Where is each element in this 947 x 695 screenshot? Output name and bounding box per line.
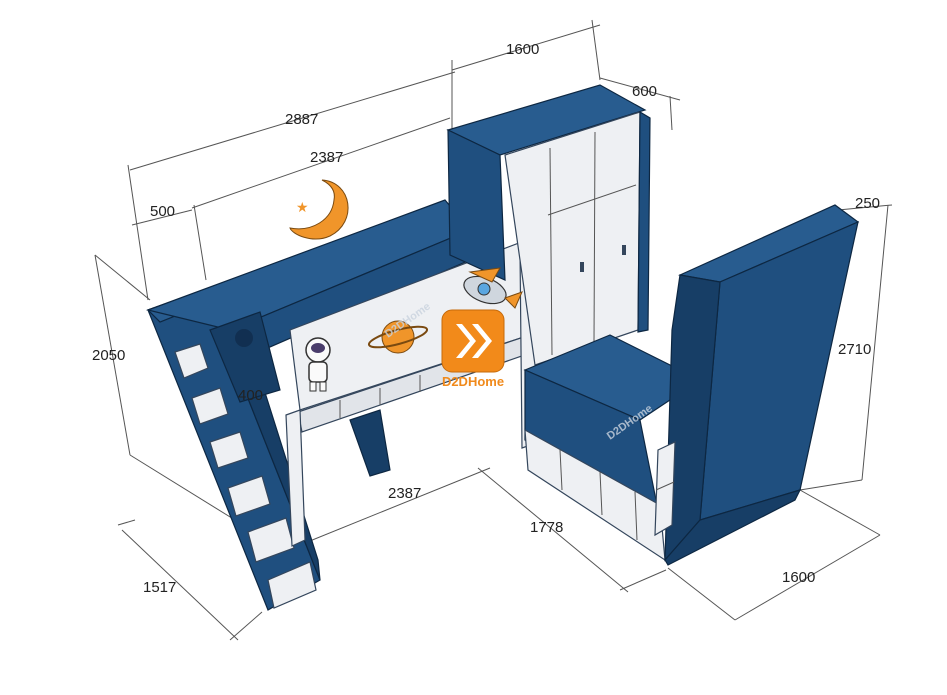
moon-icon	[289, 179, 349, 240]
dim-step-width: 400	[238, 387, 263, 404]
brand-logo: D2DHome	[441, 309, 505, 389]
dim-right-width: 1600	[782, 569, 815, 586]
decorations: ★	[289, 179, 523, 392]
dim-total-length: 2887	[285, 111, 318, 128]
dim-right-depth: 250	[855, 195, 880, 212]
wardrobe	[446, 84, 651, 366]
planet-icon	[367, 320, 429, 354]
stair-steps	[174, 343, 317, 609]
astronaut-icon	[305, 337, 331, 392]
dimension-lines	[94, 19, 893, 641]
dim-stair-base: 1517	[143, 579, 176, 596]
tall-cabinet	[654, 204, 860, 566]
dim-right-height: 2710	[838, 341, 871, 358]
dim-bed-length: 2387	[310, 149, 343, 166]
dim-wardrobe-width: 1600	[506, 41, 539, 58]
dim-left-height: 2050	[92, 347, 125, 364]
dim-floor-length: 2387	[388, 485, 421, 502]
star-icon: ★	[296, 199, 309, 215]
dim-floor-gap: 1778	[530, 519, 563, 536]
lower-bed	[523, 334, 702, 562]
logo-text: D2DHome	[442, 374, 504, 389]
rocket-icon	[463, 267, 523, 309]
dimension-labels: 1600 600 2887 2387 500 2050 400 1517 238…	[92, 41, 880, 596]
dim-wardrobe-depth: 600	[632, 83, 657, 100]
dim-stair-depth: 500	[150, 203, 175, 220]
